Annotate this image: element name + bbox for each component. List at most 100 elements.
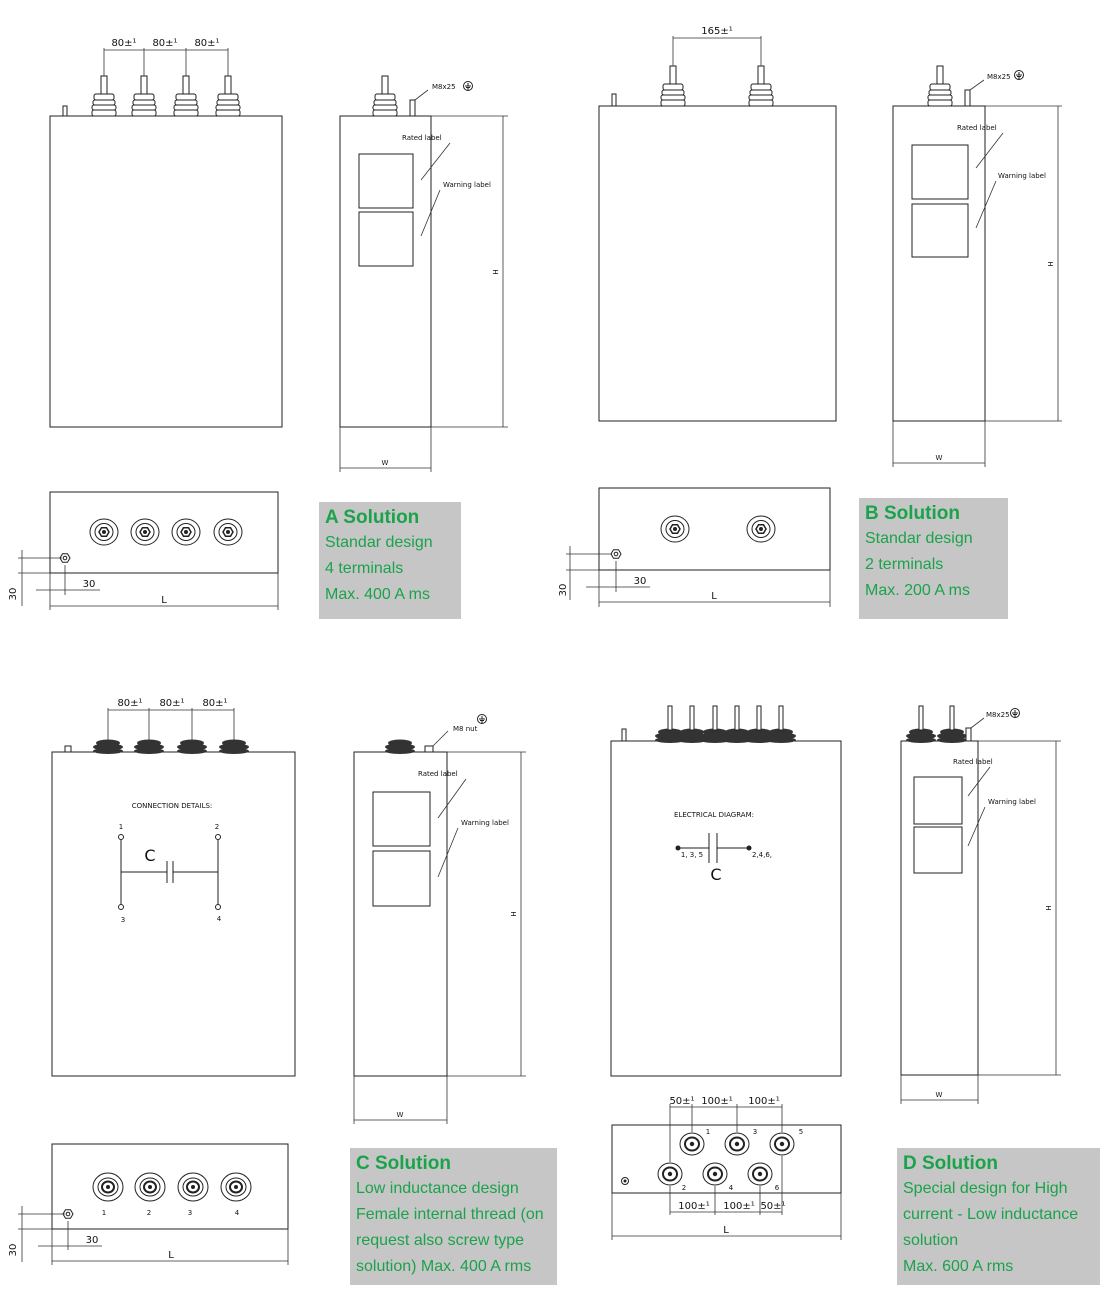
front-view-d <box>610 740 842 1077</box>
warning-label-c: Warning label <box>461 819 509 827</box>
width-label-c: W <box>397 1111 404 1119</box>
warning-label-box-b <box>911 203 969 258</box>
node-4: 4 <box>217 915 222 923</box>
dim-30-horizontal-b: 30 <box>634 576 647 587</box>
solution-c-box: C Solution Low inductance design Female … <box>350 1148 557 1285</box>
solution-d-line-4: Max. 600 A rms <box>903 1258 1014 1275</box>
length-label-a: L <box>161 595 167 606</box>
terminal-1-c: 1 <box>102 1209 106 1217</box>
pitch-c-2: 80±¹ <box>159 698 184 709</box>
top-view-a <box>49 491 279 574</box>
dim-30-horizontal-a: 30 <box>83 579 96 590</box>
top-dim-100-b: 100±¹ <box>748 1096 779 1107</box>
height-label-c: H <box>510 911 518 916</box>
bot-dim-100-a: 100±¹ <box>678 1201 709 1212</box>
solution-d-box: D Solution Special design for High curre… <box>897 1148 1100 1285</box>
solution-a-box: A Solution Standar design 4 terminals Ma… <box>319 502 461 619</box>
solution-d-line-1: Special design for High <box>903 1180 1068 1197</box>
solution-b-line-1: Standar design <box>865 530 973 547</box>
solution-c-line-1: Low inductance design <box>356 1180 519 1197</box>
rated-label-c: Rated label <box>418 770 458 778</box>
terminal-3-c: 3 <box>188 1209 192 1217</box>
front-view-c <box>51 751 296 1077</box>
dim-30-vertical-a: 30 <box>8 588 19 601</box>
solution-b-line-3: Max. 200 A ms <box>865 582 970 599</box>
solution-a-line-3: Max. 400 A ms <box>325 586 430 603</box>
drawing-c: 80±¹ 80±¹ 80±¹ CONNECTION DETAILS: C 1 2… <box>8 698 526 1265</box>
pitch-a-1: 80±¹ <box>111 38 136 49</box>
pitch-a-2: 80±¹ <box>152 38 177 49</box>
node-2: 2 <box>215 823 219 831</box>
width-label-a: W <box>382 459 389 467</box>
solution-c-title: C Solution <box>356 1153 451 1174</box>
drawing-d: ELECTRICAL DIAGRAM: 1, 3, 5 2,4,6, C M8x… <box>610 705 1061 1240</box>
warning-label-a: Warning label <box>443 181 491 189</box>
bolt-label-c: M8 nut <box>453 725 478 733</box>
terminal-4-d: 4 <box>729 1184 734 1192</box>
bot-dim-100-b: 100±¹ <box>723 1201 754 1212</box>
solution-c-line-2: Female internal thread (on <box>356 1206 544 1223</box>
pitch-c-1: 80±¹ <box>117 698 142 709</box>
bolt-label-a: M8x25 <box>432 83 456 91</box>
solution-c-line-4: solution) Max. 400 A rms <box>356 1258 532 1275</box>
drawing-a: 80±¹ 80±¹ 80±¹ M8x25 Rated label Warning… <box>8 38 508 610</box>
terminal-6-d: 6 <box>775 1184 780 1192</box>
rated-label-d: Rated label <box>953 758 993 766</box>
pitch-b: 165±¹ <box>701 26 732 37</box>
pitch-a-3: 80±¹ <box>194 38 219 49</box>
bot-dim-50: 50±¹ <box>760 1201 785 1212</box>
left-nodes: 1, 3, 5 <box>681 851 703 859</box>
height-label-a: H <box>492 269 500 274</box>
solution-a-line-1: Standar design <box>325 534 433 551</box>
top-view-b <box>598 487 831 571</box>
terminal-4-c: 4 <box>235 1209 240 1217</box>
drawing-b: 165±¹ M8x25 Rated label Warning label H … <box>558 26 1062 607</box>
front-view-b <box>598 105 837 422</box>
warning-label-b: Warning label <box>998 172 1046 180</box>
warning-label-box-d <box>913 826 963 874</box>
solution-b-box: B Solution Standar design 2 terminals Ma… <box>859 498 1008 619</box>
front-view-a <box>49 115 283 428</box>
length-label-d: L <box>723 1225 729 1236</box>
solution-d-line-2: current - Low inductance <box>903 1206 1079 1223</box>
width-label-b: W <box>936 454 943 462</box>
terminal-1-d: 1 <box>706 1128 710 1136</box>
terminal-3-d: 3 <box>753 1128 757 1136</box>
right-nodes: 2,4,6, <box>752 851 772 859</box>
terminal-2-d: 2 <box>682 1184 686 1192</box>
solution-d-line-3: solution <box>903 1232 959 1249</box>
cap-symbol-d: C <box>710 865 721 884</box>
solution-d-title: D Solution <box>903 1153 998 1174</box>
rated-label-box-c <box>372 791 431 847</box>
terminal-2-c: 2 <box>147 1209 151 1217</box>
dim-30-vertical-c: 30 <box>8 1244 19 1257</box>
electrical-title: ELECTRICAL DIAGRAM: <box>674 811 754 819</box>
rated-label-a: Rated label <box>402 134 442 142</box>
rated-label-box-a <box>358 153 414 209</box>
node-1: 1 <box>119 823 123 831</box>
width-label-d: W <box>936 1091 943 1099</box>
solution-c-line-3: request also screw type <box>356 1232 525 1249</box>
terminal-5-d: 5 <box>799 1128 803 1136</box>
pitch-c-3: 80±¹ <box>202 698 227 709</box>
warning-label-box-c <box>372 850 431 907</box>
node-3: 3 <box>121 916 125 924</box>
height-label-d: H <box>1045 905 1053 910</box>
length-label-c: L <box>168 1250 174 1261</box>
dim-30-vertical-b: 30 <box>558 584 569 597</box>
length-label-b: L <box>711 591 717 602</box>
top-view-c <box>51 1143 289 1230</box>
dim-30-horizontal-c: 30 <box>86 1235 99 1246</box>
top-dim-100-a: 100±¹ <box>701 1096 732 1107</box>
rated-label-box-b <box>911 144 969 200</box>
solution-b-title: B Solution <box>865 503 960 524</box>
bolt-label-b: M8x25 <box>987 73 1011 81</box>
warning-label-box-a <box>358 211 414 267</box>
connection-title: CONNECTION DETAILS: <box>132 802 213 810</box>
rated-label-b: Rated label <box>957 124 997 132</box>
solution-b-line-2: 2 terminals <box>865 556 944 573</box>
cap-symbol-c: C <box>144 846 155 865</box>
top-view-d <box>611 1124 842 1194</box>
bolt-label-d: M8x25 <box>986 711 1010 719</box>
